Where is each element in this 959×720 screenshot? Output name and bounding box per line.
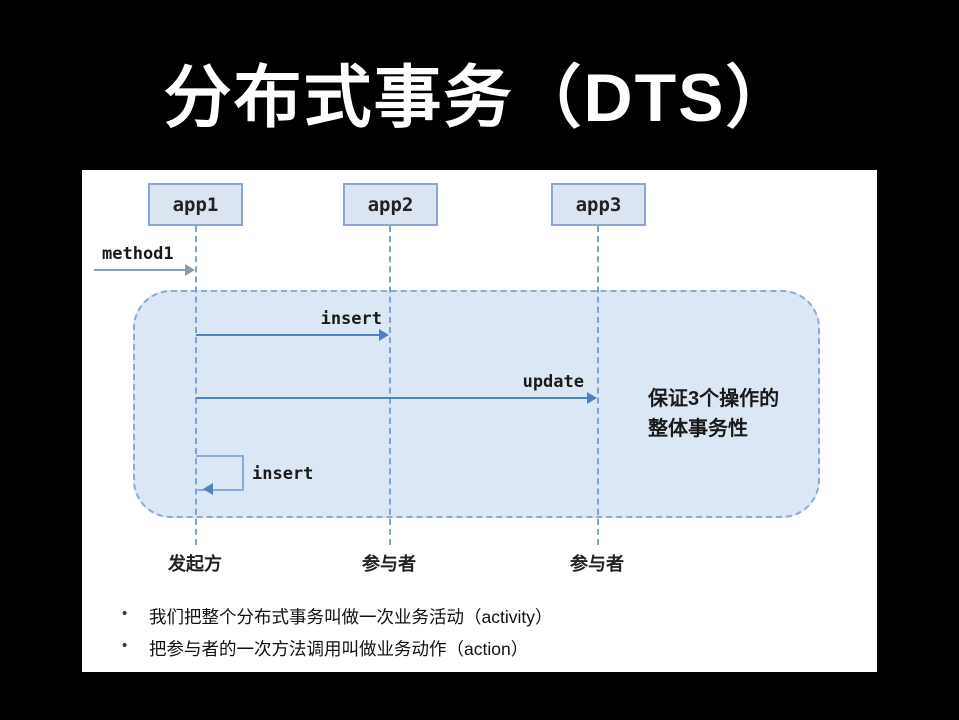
note-line-1: 保证3个操作的 — [648, 388, 780, 410]
self-call-loop — [196, 455, 244, 491]
bullet-list: • 我们把整个分布式事务叫做一次业务活动（activity） • 把参与者的一次… — [122, 604, 552, 668]
message-label-update: update — [522, 372, 584, 392]
message-label-insert: insert — [320, 309, 382, 329]
actor-box-app2: app2 — [343, 183, 438, 226]
method1-arrow-line — [94, 269, 186, 271]
actor-label-app3: app3 — [575, 193, 622, 216]
update-arrowhead-icon — [587, 392, 603, 404]
slide-title: 分布式事务（DTS） — [163, 60, 796, 136]
list-item: • 把参与者的一次方法调用叫做业务动作（action） — [122, 636, 552, 661]
message-label-self-insert: insert — [252, 464, 314, 484]
actor-label-app2: app2 — [367, 193, 414, 216]
transaction-boundary-box — [133, 290, 820, 518]
bullet-icon: • — [122, 605, 128, 622]
note-line-2: 整体事务性 — [648, 418, 748, 440]
bullet-icon: • — [122, 637, 128, 654]
method1-arrowhead-icon — [185, 264, 201, 276]
list-item: • 我们把整个分布式事务叫做一次业务活动（activity） — [122, 604, 552, 629]
actor-box-app1: app1 — [148, 183, 243, 226]
insert-arrowhead-icon — [379, 329, 395, 341]
role-label-participant-1: 参与者 — [362, 554, 416, 574]
update-arrow-line — [196, 397, 588, 399]
role-label-initiator: 发起方 — [168, 554, 222, 574]
role-label-participant-2: 参与者 — [570, 554, 624, 574]
bullet-text-2: 把参与者的一次方法调用叫做业务动作（action） — [149, 639, 529, 659]
actor-label-app1: app1 — [172, 193, 219, 216]
actor-box-app3: app3 — [551, 183, 646, 226]
self-call-arrowhead-icon — [197, 483, 213, 495]
lifeline-app3 — [597, 226, 599, 545]
lifeline-app2 — [389, 226, 391, 545]
bullet-text-1: 我们把整个分布式事务叫做一次业务活动（activity） — [149, 607, 553, 627]
message-label-method1: method1 — [102, 244, 174, 264]
insert-arrow-line — [196, 334, 380, 336]
sequence-diagram-panel: app1 app2 app3 method1 insert update ins… — [82, 170, 877, 672]
lifeline-app1 — [195, 226, 197, 545]
